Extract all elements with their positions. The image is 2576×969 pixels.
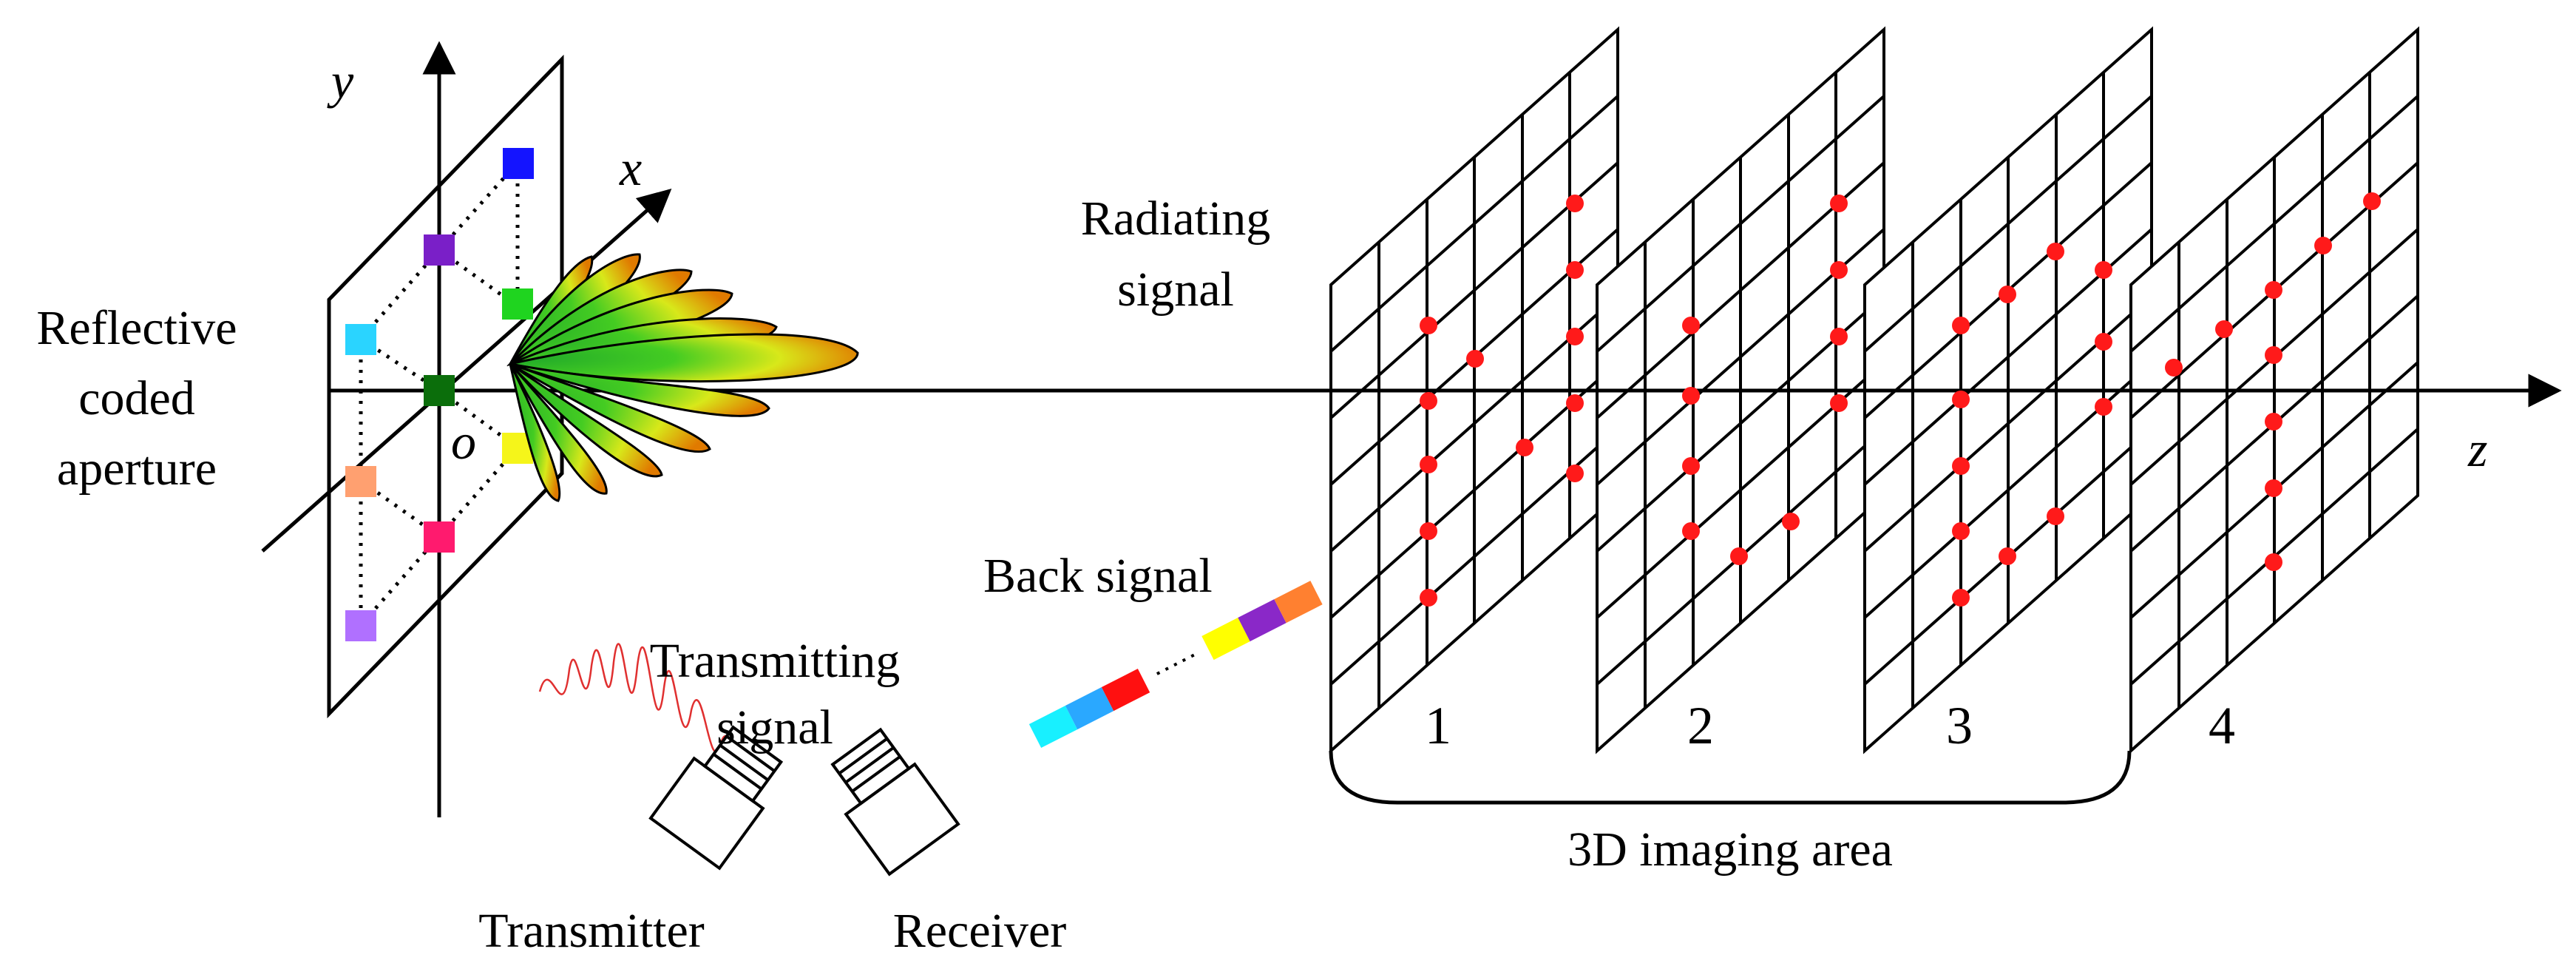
element-blue (503, 148, 534, 179)
back-signal-segment-1 (1028, 705, 1078, 749)
element-darkgreen (424, 375, 455, 406)
element-cyan (345, 324, 376, 355)
receiver-label: Receiver (893, 904, 1067, 958)
transmitter-label: Transmitter (478, 904, 705, 958)
element-purple (424, 234, 455, 266)
element-connections (359, 161, 520, 627)
plane-2-number: 2 (1687, 696, 1714, 755)
radiating-signal-line1: Radiating (1081, 192, 1271, 246)
y-axis-label: y (327, 53, 354, 109)
back-signal-segment-6 (1274, 581, 1323, 624)
back-signal-segment-5 (1238, 599, 1287, 642)
radiating-signal-line2: signal (1117, 263, 1234, 317)
target-points (1420, 192, 2381, 607)
element-magenta (424, 521, 455, 553)
z-axis-label: z (2467, 421, 2487, 477)
aperture-label-line2: coded (78, 371, 195, 425)
imaging-area-label: 3D imaging area (1567, 823, 1893, 877)
element-green (502, 288, 533, 320)
element-orange (345, 466, 376, 497)
radiation-pattern (506, 253, 859, 502)
aperture-label-line3: aperture (57, 442, 217, 496)
transmitting-signal-line1: Transmitting (650, 634, 901, 688)
plane-3-number: 3 (1946, 696, 1973, 755)
x-axis (261, 189, 672, 553)
element-violet (345, 610, 376, 641)
transmitting-signal-line2: signal (716, 700, 833, 754)
aperture-label-line1: Reflective (36, 301, 237, 355)
x-axis-label: x (619, 140, 642, 196)
back-signal-segment-2 (1065, 687, 1114, 730)
transmitting-signal-wave (538, 643, 748, 771)
aperture-plane (327, 54, 564, 719)
coded-elements (345, 148, 534, 641)
origin-label: o (451, 413, 476, 470)
back-signal-label: Back signal (983, 549, 1213, 603)
back-signal-strip (1028, 581, 1323, 749)
back-signal-segment-3 (1101, 669, 1150, 712)
plane-4-number: 4 (2209, 696, 2235, 755)
plane-1-number: 1 (1425, 696, 1451, 755)
transmitter-device (648, 725, 784, 871)
back-signal-segment-4 (1201, 618, 1250, 661)
imaging-area-bracket (1329, 750, 2132, 805)
receiver-device (830, 727, 960, 877)
